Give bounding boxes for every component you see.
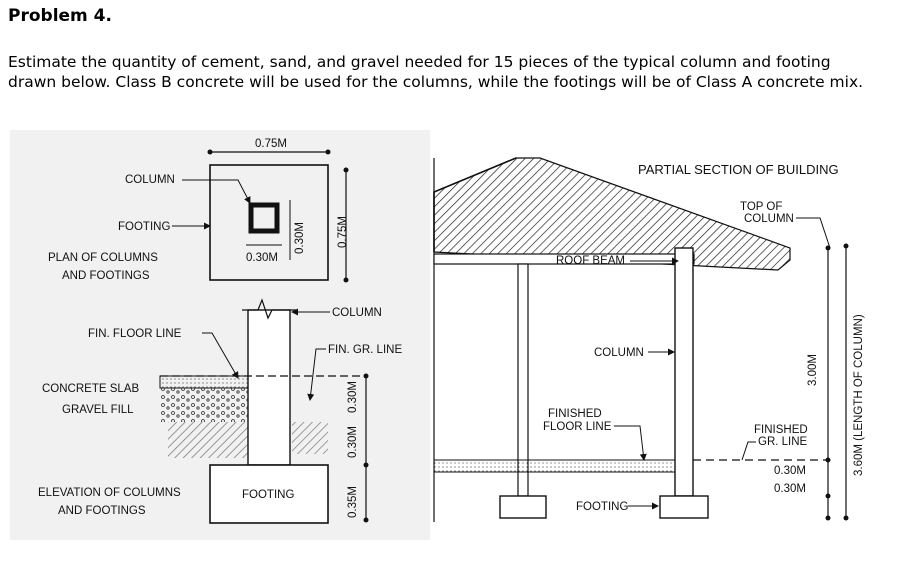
section-dim-030b: 0.30M — [774, 483, 806, 495]
elevation-dim-030b: 0.30M — [347, 426, 359, 458]
plan-dim-top: 0.75M — [255, 138, 287, 150]
elevation-column — [247, 309, 291, 466]
elevation-concrete-slab: CONCRETE SLAB — [42, 383, 139, 395]
plan-footing-label: FOOTING — [118, 221, 170, 233]
elevation-footing — [209, 464, 329, 524]
section-dim-total: 3.60M (LENGTH OF COLUMN) — [853, 314, 865, 476]
plan-view: 0.75M COLUMN FOOTING 0.30M 0.30M 0.75M P… — [48, 138, 349, 283]
elevation-caption-1: ELEVATION OF COLUMNS — [38, 487, 181, 499]
elevation-dim-030a: 0.30M — [347, 381, 359, 413]
section-footing-left — [499, 495, 547, 519]
plan-column-label: COLUMN — [125, 174, 175, 186]
plan-dim-col-v: 0.30M — [294, 222, 306, 254]
problem-statement: Estimate the quantity of cement, sand, a… — [8, 52, 908, 92]
elevation-dim-035: 0.35M — [347, 486, 359, 518]
section-column-right — [674, 247, 694, 497]
plan-caption-2: AND FOOTINGS — [62, 270, 150, 282]
elevation-caption-2: AND FOOTINGS — [58, 505, 146, 517]
elevation-column-label: COLUMN — [332, 307, 382, 319]
roof-beam — [433, 253, 695, 265]
section-footing-label: FOOTING — [576, 501, 628, 513]
problem-title: Problem 4. — [8, 6, 112, 26]
section-footing-right — [659, 495, 709, 519]
finished-gr-1: FINISHED — [754, 424, 808, 436]
construction-drawing: 0.75M COLUMN FOOTING 0.30M 0.30M 0.75M P… — [10, 130, 865, 540]
finished-gr-2: GR. LINE — [758, 436, 808, 448]
elevation-footing-label: FOOTING — [242, 489, 294, 501]
top-of-column-1: TOP OF — [740, 201, 782, 213]
section-dim-300: 3.00M — [807, 354, 819, 386]
partial-section: PARTIAL SECTION OF BUILDING TOP OF COLUM… — [433, 157, 865, 522]
elevation-fin-gr-line: FIN. GR. LINE — [328, 344, 402, 356]
roof-beam-label: ROOF BEAM — [556, 255, 625, 267]
plan-dim-side: 0.75M — [337, 216, 349, 248]
plan-column — [248, 202, 280, 234]
top-of-column-2: COLUMN — [744, 213, 794, 225]
elevation-view: COLUMN FIN. FLOOR LINE FIN. GR. LINE CON… — [38, 298, 402, 524]
elevation-fin-floor-line: FIN. FLOOR LINE — [88, 328, 182, 340]
problem-text-line-1: Estimate the quantity of cement, sand, a… — [8, 53, 831, 71]
finished-floor-1: FINISHED — [548, 408, 602, 420]
finished-floor-2: FLOOR LINE — [543, 421, 612, 433]
elevation-gravel-fill: GRAVEL FILL — [62, 404, 134, 416]
plan-caption-1: PLAN OF COLUMNS — [48, 252, 158, 264]
section-column-label: COLUMN — [594, 347, 644, 359]
section-dim-030a: 0.30M — [774, 465, 806, 477]
problem-text-line-2: drawn below. Class B concrete will be us… — [8, 73, 864, 91]
section-title: PARTIAL SECTION OF BUILDING — [638, 162, 839, 177]
plan-dim-col-h: 0.30M — [246, 252, 278, 264]
